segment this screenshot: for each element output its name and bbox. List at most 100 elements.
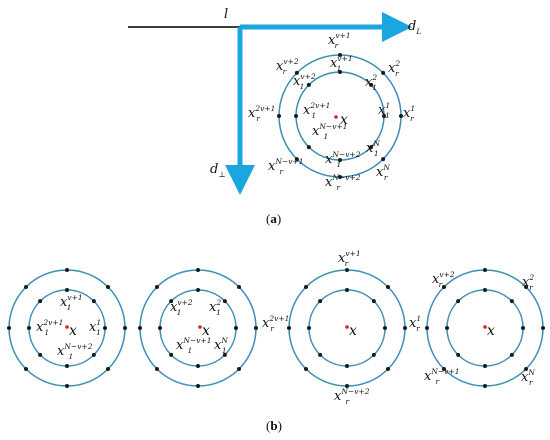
inner-ring-point (338, 70, 342, 74)
outer-ring-point (294, 157, 299, 162)
center-label-b1: x (69, 323, 77, 339)
center-label-a: x (340, 112, 348, 128)
inner-ring-point (65, 288, 69, 292)
inner-ring-point (38, 299, 43, 304)
outer-ring-point (106, 367, 111, 372)
outer-ring-point (381, 70, 386, 75)
outer-ring-point (483, 384, 487, 388)
inner-ring-point (383, 326, 387, 330)
inner-ring-point (338, 158, 342, 162)
outer-ring-point (441, 284, 446, 289)
outer-ring-point (524, 367, 529, 372)
outer-ring-point (154, 284, 159, 289)
inner-ring-point (382, 114, 386, 118)
outer-ring-point (386, 367, 391, 372)
outer-ring-point (381, 157, 386, 162)
center-label-b4: x (487, 323, 495, 339)
inner-ring-point (91, 299, 96, 304)
outer-points-a (277, 53, 403, 179)
outer-ring-point (441, 367, 446, 372)
inner-ring-point (222, 299, 227, 304)
outer-ring-point (65, 384, 69, 388)
inner-ring-point (169, 299, 174, 304)
outer-ring-point (138, 326, 142, 330)
inner-ring-point (445, 326, 449, 330)
center-point-b3 (345, 325, 349, 329)
inner-ring-point (509, 299, 514, 304)
outer-ring-point (65, 268, 69, 272)
outer-ring-point (338, 53, 342, 57)
points-b2 (138, 268, 258, 388)
inner-ring-point (158, 326, 162, 330)
outer-ring-point (303, 367, 308, 372)
outer-ring-point (425, 326, 429, 330)
inner-points-a (294, 70, 386, 162)
center-label-b2: x (202, 323, 210, 339)
caption-a: (a) (266, 211, 281, 226)
outer-ring-point (23, 367, 28, 372)
outer-ring-point (294, 70, 299, 75)
outer-ring-point (345, 268, 349, 272)
outer-ring-point (254, 326, 258, 330)
points-b3 (287, 268, 407, 388)
outer-ring-point (399, 114, 403, 118)
center-label-b3: x (349, 323, 357, 339)
inner-ring-point (196, 364, 200, 368)
axis-l-label: l (224, 7, 228, 22)
inner-ring-point (103, 326, 107, 330)
inner-ring-point (318, 299, 323, 304)
inner-ring-point (294, 114, 298, 118)
outer-ring-point (524, 284, 529, 289)
outer-ring-point (106, 284, 111, 289)
center-point-b1 (65, 325, 69, 329)
inner-ring-point (509, 352, 514, 357)
inner-ring-point (345, 364, 349, 368)
outer-ring-point (277, 114, 281, 118)
inner-ring-point (169, 352, 174, 357)
axis-dl-label: dL (408, 19, 421, 36)
outer-ring-point (483, 268, 487, 272)
outer-ring-point (403, 326, 407, 330)
points-b1 (7, 268, 127, 388)
outer-ring-point (541, 326, 545, 330)
inner-ring-point (345, 288, 349, 292)
outer-ring-point (154, 367, 159, 372)
inner-ring-point (27, 326, 31, 330)
outer-ring-point (196, 268, 200, 272)
outer-ring-point (237, 367, 242, 372)
inner-ring-point (369, 82, 374, 87)
inner-ring-point (369, 145, 374, 150)
outer-ring-point (237, 284, 242, 289)
outer-ring-point (303, 284, 308, 289)
inner-ring-point (196, 288, 200, 292)
inner-ring-point (38, 352, 43, 357)
inner-ring-point (307, 326, 311, 330)
inner-ring-point (521, 326, 525, 330)
